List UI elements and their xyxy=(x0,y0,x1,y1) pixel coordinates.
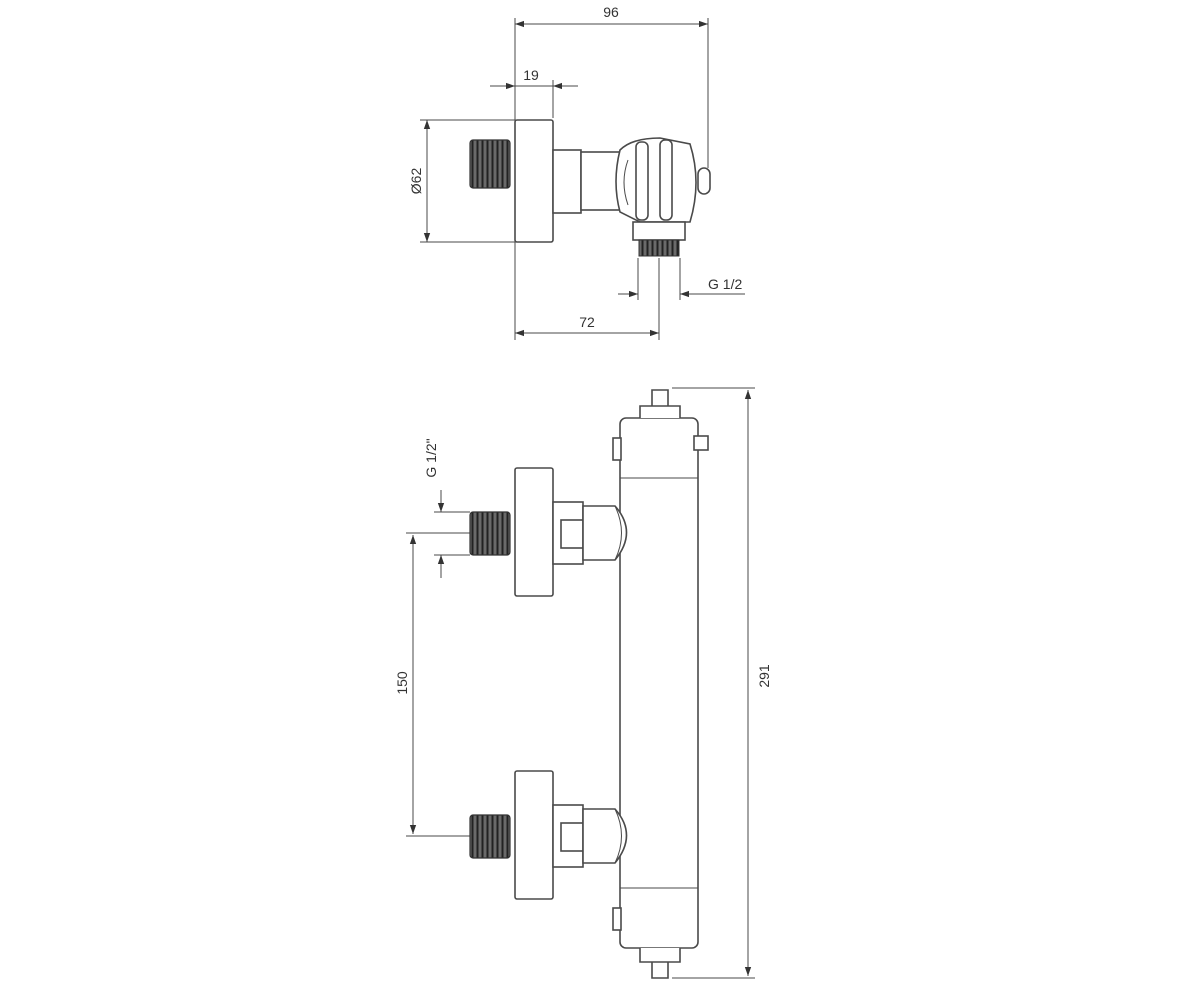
connector-inner xyxy=(560,822,584,852)
valve-body-detail xyxy=(623,159,629,206)
inlet-thread xyxy=(469,139,511,189)
elbow-arm xyxy=(582,808,628,864)
elbow-arm-detail xyxy=(614,808,622,864)
indicator-button xyxy=(693,435,709,451)
handle-grip xyxy=(659,139,673,221)
connector-neck xyxy=(552,149,582,214)
wall-flange xyxy=(514,770,554,900)
side-nub xyxy=(612,437,622,461)
dim-label-150: 150 xyxy=(394,671,410,695)
dim-label-291: 291 xyxy=(756,664,772,688)
handle-grip xyxy=(635,141,649,221)
elbow-arm xyxy=(582,505,628,561)
side-nub xyxy=(612,907,622,931)
dim-label-g12: G 1/2 xyxy=(708,276,742,292)
wall-flange xyxy=(514,467,554,597)
outlet-thread xyxy=(638,239,680,257)
elbow-arm-detail xyxy=(614,505,622,561)
dim-label-d62: Ø62 xyxy=(408,168,424,195)
bottom-outlet-cap xyxy=(639,948,681,963)
dim-label-72: 72 xyxy=(579,314,595,330)
safety-button xyxy=(697,167,711,195)
upper-inlet xyxy=(469,467,628,597)
lower-inlet xyxy=(469,770,628,900)
valve-body xyxy=(615,137,697,223)
front-view: 291 150 G 1/2" xyxy=(394,387,772,979)
wall-flange xyxy=(514,119,554,243)
top-outlet-cap xyxy=(639,405,681,418)
connector-nut xyxy=(580,151,622,211)
thermostat-body xyxy=(619,417,699,949)
dim-label-g12-inlet: G 1/2" xyxy=(423,438,439,477)
inlet-thread xyxy=(469,511,511,556)
inlet-thread xyxy=(469,814,511,859)
dim-label-96: 96 xyxy=(603,4,619,20)
top-view: 96 19 Ø62 72 G 1/2 xyxy=(408,4,745,340)
outlet-body xyxy=(632,221,686,241)
connector-inner xyxy=(560,519,584,549)
dim-label-19: 19 xyxy=(523,67,539,83)
